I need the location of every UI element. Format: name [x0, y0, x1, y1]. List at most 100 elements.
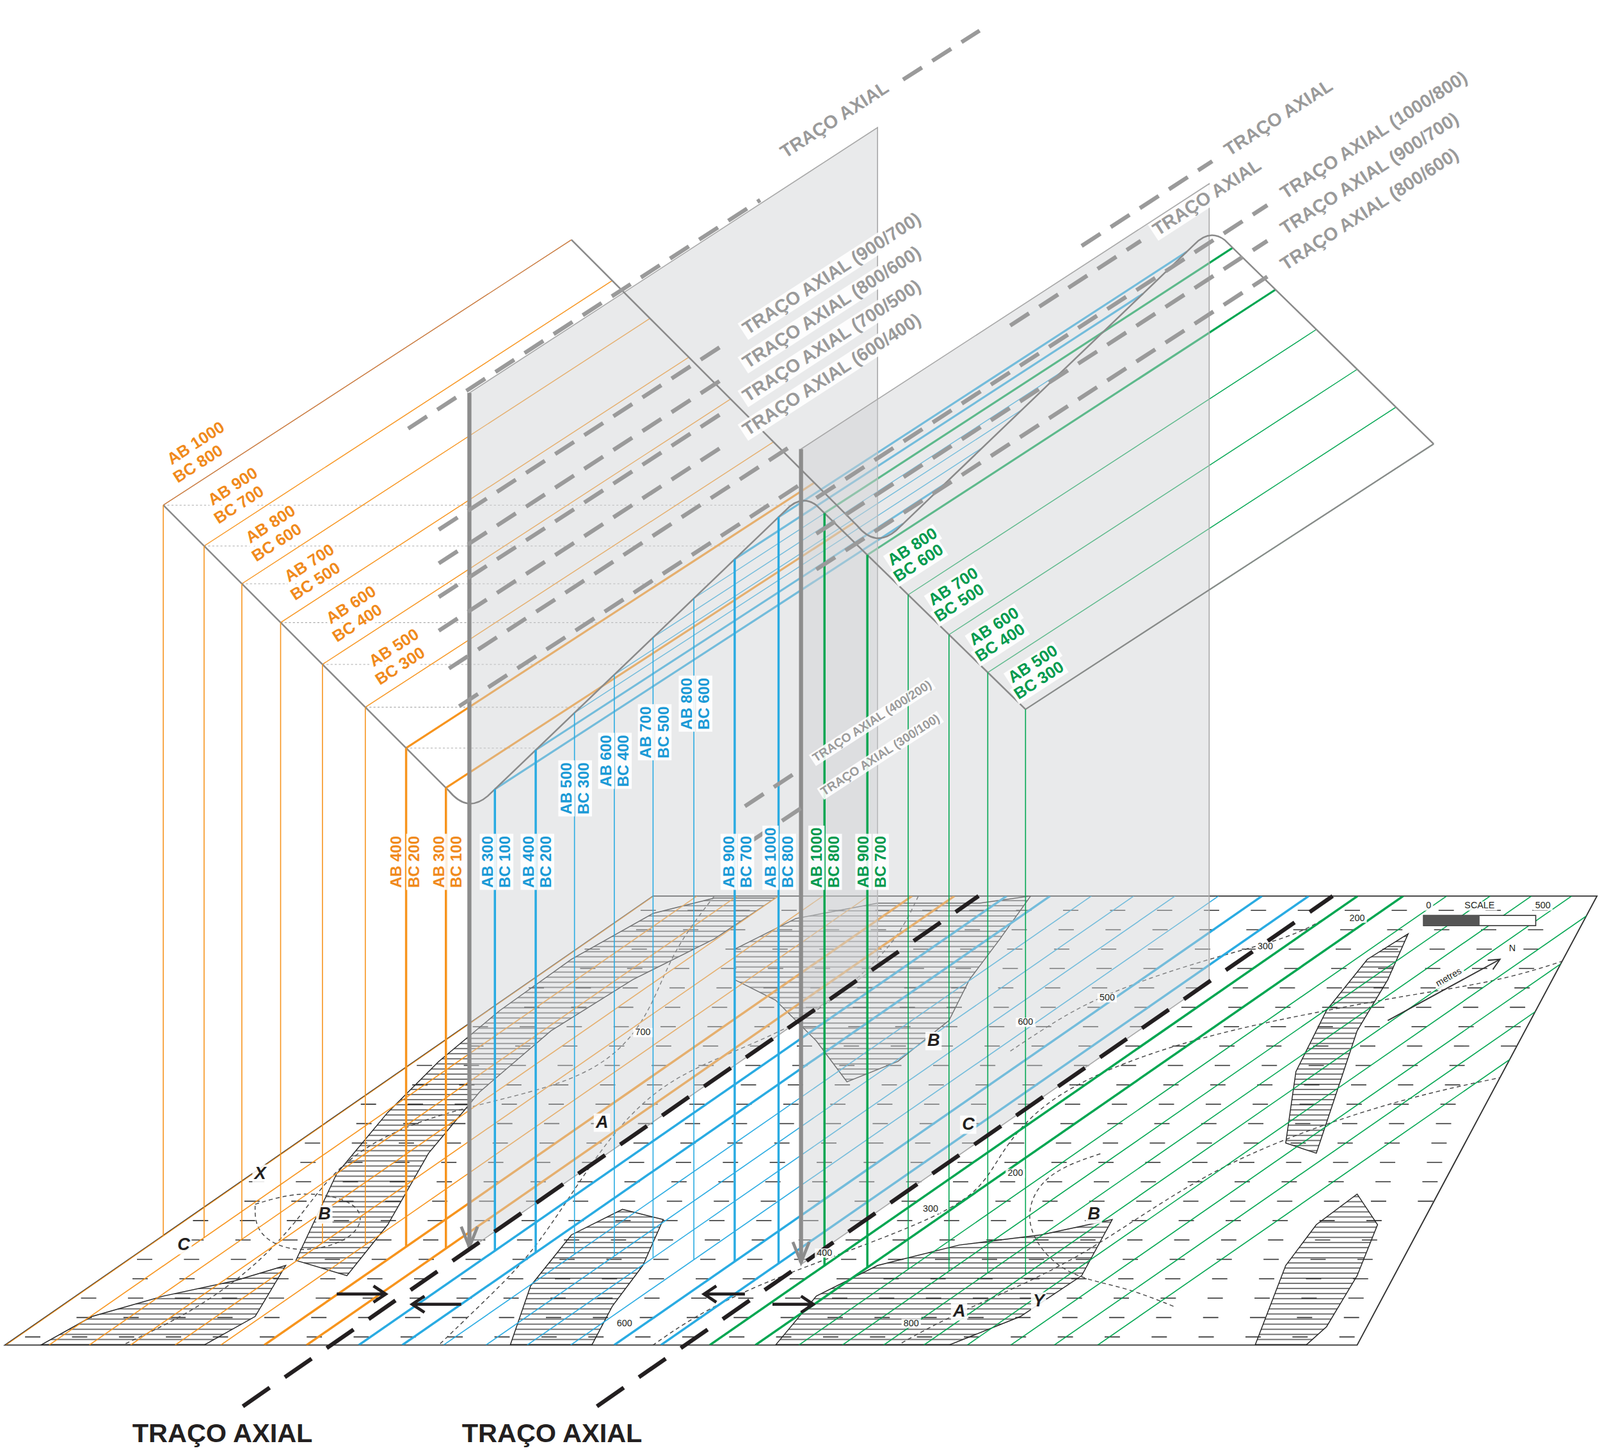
contour-value: 700	[632, 1027, 653, 1038]
dash-symbol	[653, 1258, 669, 1261]
axial-trace-label: TRAÇO AXIAL	[1147, 154, 1266, 241]
dash-symbol	[1136, 1200, 1152, 1202]
dash-symbol	[1285, 1161, 1302, 1163]
fold-arrow	[336, 1292, 386, 1296]
strike-label: AB 300	[480, 833, 496, 890]
unit-letter: B	[925, 1031, 943, 1050]
dash-symbol	[320, 1278, 336, 1280]
dash-symbol	[1174, 1239, 1190, 1241]
axial-trace-label: TRAÇO AXIAL (300/100)	[816, 710, 944, 799]
dash-symbol	[1056, 1142, 1072, 1144]
dash-symbol	[1248, 1123, 1264, 1125]
dash-symbol	[756, 1219, 772, 1222]
dash-symbol	[231, 1258, 247, 1261]
contour-line	[1029, 1153, 1174, 1307]
projection-line	[865, 554, 869, 1268]
dash-symbol	[644, 1297, 660, 1299]
dash-symbol	[1344, 909, 1360, 911]
dash-symbol	[1118, 1278, 1134, 1280]
dash-symbol	[737, 1297, 754, 1299]
strike-label: AB 400	[520, 833, 537, 890]
dash-symbol	[1163, 1084, 1179, 1086]
dash-symbol	[286, 1219, 303, 1222]
dash-symbol	[427, 1219, 443, 1222]
dash-symbol	[572, 1200, 589, 1202]
dash-symbol	[291, 1200, 307, 1202]
dash-symbol	[1326, 987, 1343, 989]
dash-symbol	[1276, 1200, 1293, 1202]
unit-letter: B	[1085, 1205, 1103, 1224]
contour-value: 200	[1005, 1168, 1025, 1179]
strike-label: AB 900	[855, 833, 872, 890]
dash-symbol	[282, 1239, 298, 1241]
dash-symbol	[192, 1219, 208, 1222]
dash-symbol	[999, 1181, 1016, 1183]
dash-symbol	[713, 1200, 729, 1202]
dash-symbol	[1252, 1103, 1268, 1105]
dash-symbol	[1384, 1142, 1400, 1144]
dash-symbol	[629, 1161, 645, 1163]
dash-symbol	[1454, 1045, 1470, 1047]
axial-trace-title: TRAÇO AXIAL	[460, 1419, 645, 1448]
scale-bar-fill	[1423, 915, 1480, 926]
dash-symbol	[1241, 948, 1257, 950]
dash-symbol	[675, 1161, 692, 1163]
dash-symbol	[1254, 1297, 1270, 1299]
projection-line	[280, 622, 282, 1241]
dash-symbol	[1420, 987, 1437, 989]
dash-symbol	[1527, 929, 1544, 931]
projection-line	[948, 634, 950, 1272]
fold-arrow	[704, 1292, 745, 1296]
dash-symbol	[648, 1278, 665, 1280]
dash-symbol	[259, 1336, 276, 1338]
hatched-outcrop	[40, 1265, 287, 1345]
dash-symbol	[235, 1239, 251, 1241]
hatched-outcrop	[1255, 1193, 1378, 1345]
dash-symbol	[1239, 1161, 1255, 1163]
dash-symbol	[445, 1142, 461, 1144]
strike-label: BC 500	[655, 704, 672, 760]
dash-symbol	[957, 1161, 973, 1163]
fold-arrow	[373, 1285, 386, 1303]
dash-symbol	[360, 1103, 377, 1105]
strike-label: BC 700	[872, 833, 889, 890]
dash-symbol	[1192, 1161, 1208, 1163]
dash-symbol	[1168, 1064, 1184, 1067]
fold-arrow	[801, 1296, 814, 1313]
hatched-outcrop	[1285, 933, 1408, 1154]
dash-symbol	[1203, 1317, 1219, 1319]
contour-value: 200	[1347, 913, 1367, 923]
strike-label: AB 1000	[762, 825, 779, 891]
dash-symbol	[1331, 967, 1347, 969]
dash-symbol	[1270, 1025, 1286, 1028]
projection-line	[321, 664, 324, 1243]
section-end-letter: X	[252, 1164, 268, 1183]
axial-trace-lines	[408, 30, 1268, 840]
axial-arrow	[798, 449, 803, 1263]
dash-symbol	[1370, 1200, 1387, 1202]
axial-trace-label: TRAÇO AXIAL	[1219, 74, 1338, 162]
dash-symbol	[423, 1239, 439, 1241]
dash-symbol	[1386, 929, 1403, 931]
dash-symbol	[1360, 1045, 1376, 1047]
strike-label: AB 600	[598, 732, 615, 789]
dash-symbol	[1223, 1025, 1240, 1028]
dash-symbol	[1422, 1181, 1438, 1183]
dash-symbol	[1375, 1181, 1391, 1183]
dash-symbol	[1523, 948, 1539, 950]
dash-symbol	[1364, 1025, 1380, 1028]
dash-symbol	[1436, 1123, 1452, 1125]
strike-label: AB 800	[678, 675, 695, 732]
dash-symbol	[633, 1142, 649, 1144]
surface-back-edge	[571, 235, 1434, 539]
dash-symbol	[840, 1258, 857, 1261]
dash-symbol	[1406, 1045, 1423, 1047]
dash-symbol	[521, 1219, 537, 1222]
dash-symbol	[1008, 1142, 1024, 1144]
dash-symbol	[1463, 1006, 1479, 1008]
dash-symbol	[1198, 1336, 1215, 1338]
contour-value: 400	[814, 1248, 834, 1258]
dash-symbol	[1518, 967, 1535, 969]
